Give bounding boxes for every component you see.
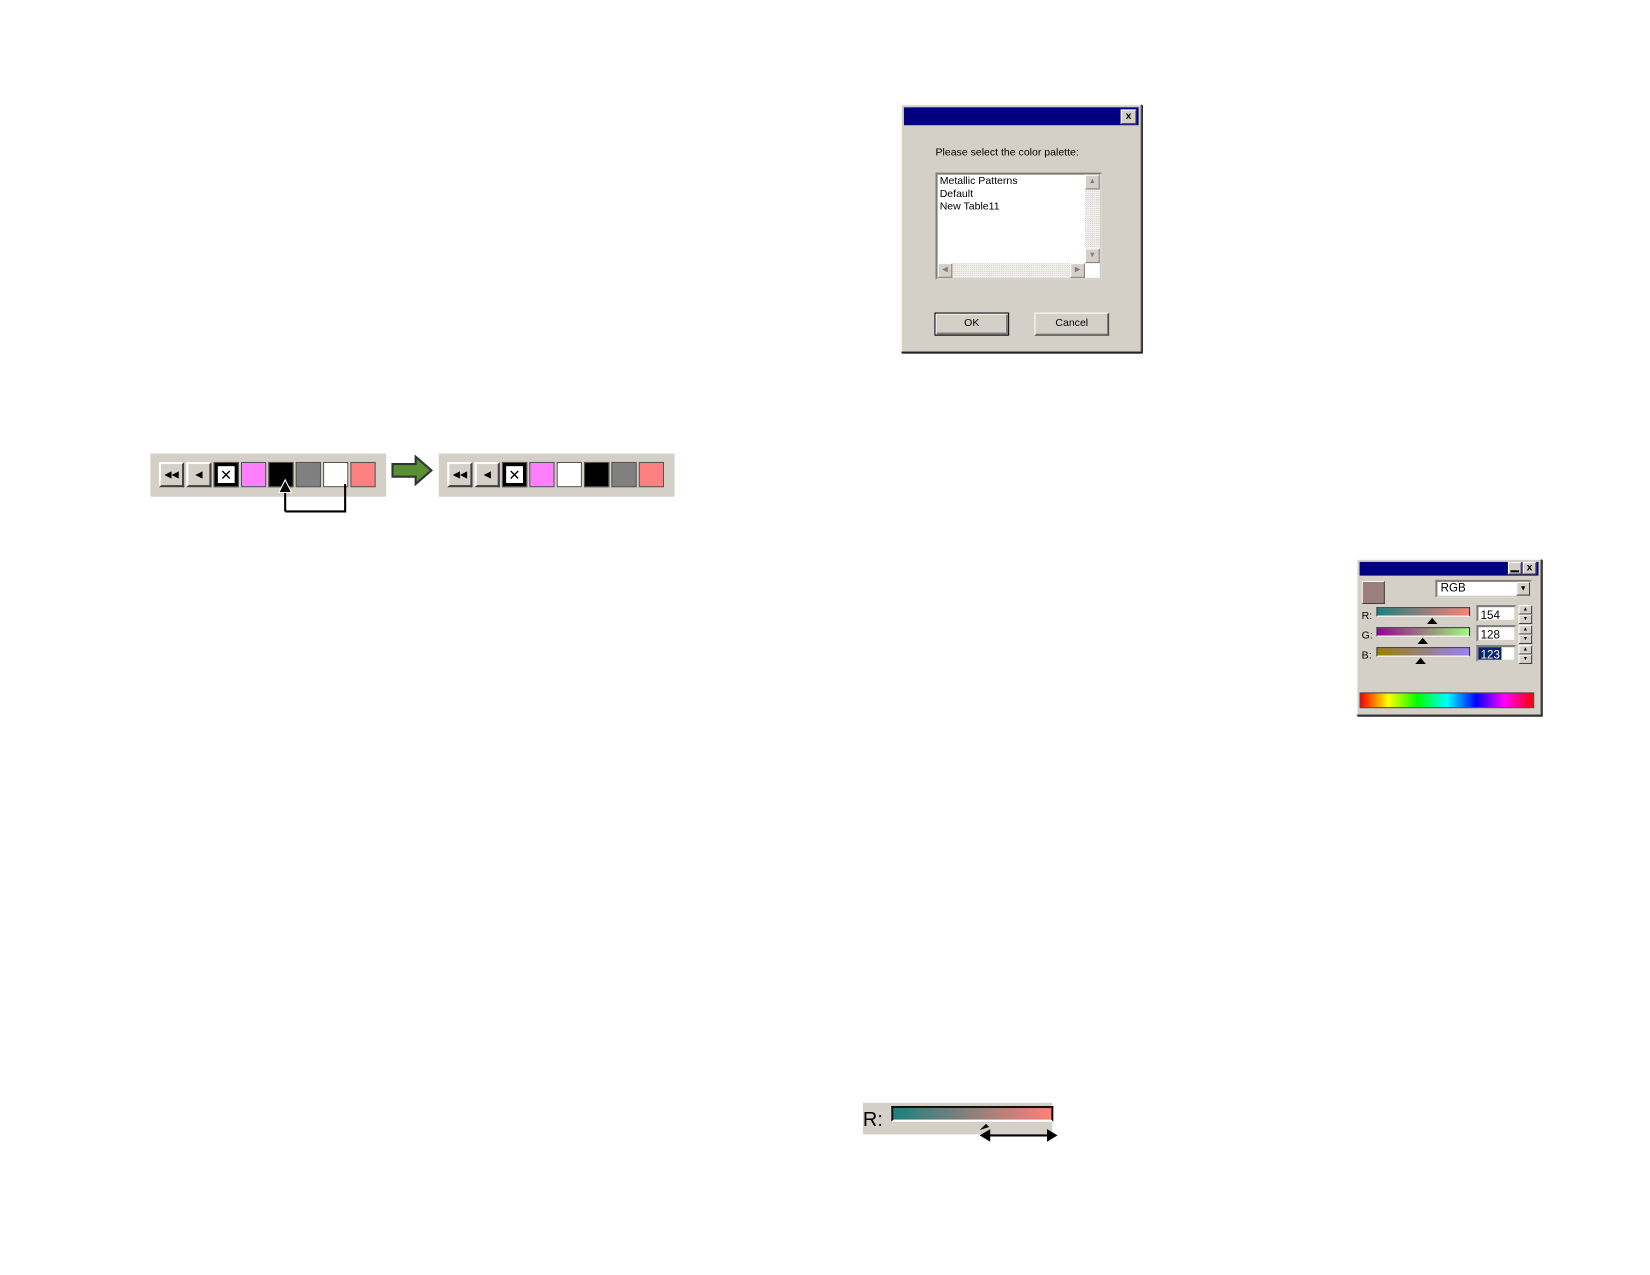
vertical-scrollbar[interactable]: ▲ ▼ — [1084, 174, 1100, 264]
first-page-button[interactable]: ◀◀ — [447, 461, 473, 488]
color-swatch[interactable] — [611, 461, 637, 488]
channel-label: B: — [1361, 650, 1372, 662]
color-swatch[interactable] — [350, 461, 376, 488]
close-icon: x — [1125, 110, 1132, 123]
close-icon: x — [1526, 561, 1533, 574]
dropdown-button[interactable]: ▼ — [1516, 581, 1531, 596]
channel-slider[interactable] — [1376, 627, 1471, 637]
previous-page-button[interactable]: ◀ — [186, 461, 212, 488]
previous-page-button[interactable]: ◀ — [474, 461, 500, 488]
color-swatch[interactable] — [323, 461, 349, 488]
color-swatch[interactable] — [584, 461, 610, 488]
channel-spinner[interactable]: ▲▼ — [1518, 605, 1533, 625]
color-swatch[interactable] — [556, 461, 582, 488]
spin-down-icon[interactable]: ▼ — [1518, 614, 1533, 625]
spin-up-icon[interactable]: ▲ — [1518, 645, 1533, 655]
color-swatch[interactable] — [295, 461, 321, 488]
drag-range-arrow-icon — [979, 1123, 1058, 1142]
channel-value-input[interactable]: 154 — [1476, 605, 1517, 622]
minimize-button[interactable]: ▁ — [1507, 560, 1522, 575]
spin-up-icon[interactable]: ▲ — [1518, 605, 1533, 615]
dialog-prompt: Please select the color palette: — [935, 147, 1079, 159]
slider-thumb[interactable] — [1415, 657, 1426, 665]
palette-list-item[interactable]: Metallic Patterns — [939, 175, 1018, 188]
slider-label: R: — [862, 1109, 883, 1132]
color-mode-select[interactable]: RGB ▼ — [1435, 579, 1533, 598]
channel-spinner[interactable]: ▲▼ — [1518, 625, 1533, 645]
dialog-titlebar: x — [903, 107, 1139, 126]
horizontal-scrollbar[interactable]: ◀ ▶ — [937, 263, 1085, 278]
ok-label: OK — [964, 317, 980, 330]
current-color-swatch[interactable] — [1361, 580, 1385, 605]
red-slider-track[interactable] — [891, 1105, 1054, 1122]
channel-value-input[interactable]: 123 — [1476, 645, 1517, 662]
palette-dialog: x Please select the color palette: Metal… — [900, 104, 1142, 353]
slider-thumb[interactable] — [1426, 617, 1437, 625]
chevron-down-icon: ▼ — [1519, 585, 1527, 593]
color-swatch[interactable] — [240, 461, 267, 488]
reorder-arrow-icon — [278, 478, 347, 513]
no-color-swatch[interactable]: ✕ — [501, 461, 528, 488]
channel-slider[interactable] — [1376, 647, 1471, 657]
color-swatch[interactable] — [638, 461, 665, 488]
swatch-strip-after: ◀◀◀ ✕ — [438, 453, 675, 497]
slider-detail: R: — [862, 1102, 1054, 1135]
swatch-strip-before: ◀◀◀ ✕ — [150, 453, 387, 497]
color-mode-value: RGB — [1440, 581, 1466, 595]
mixer-titlebar: ▁ x — [1359, 560, 1539, 576]
close-button[interactable]: x — [1120, 109, 1137, 125]
palette-list-item[interactable]: Default — [939, 188, 974, 200]
none-icon: ✕ — [506, 466, 523, 484]
first-page-button[interactable]: ◀◀ — [158, 461, 185, 488]
minimize-icon: ▁ — [1510, 560, 1519, 573]
channel-value-input[interactable]: 128 — [1476, 625, 1517, 642]
none-icon: ✕ — [217, 466, 235, 484]
channel-label: G: — [1361, 630, 1373, 642]
palette-list-item[interactable]: New Table11 — [939, 200, 1000, 213]
scroll-up-button[interactable]: ▲ — [1084, 174, 1100, 190]
channel-label: R: — [1361, 610, 1373, 622]
spin-up-icon[interactable]: ▲ — [1518, 625, 1533, 635]
color-swatch[interactable] — [268, 461, 294, 488]
cancel-button[interactable]: Cancel — [1034, 312, 1110, 336]
color-mixer-panel: ▁ x RGB ▼ R: 154 ▲▼G: 128 ▲▼B: 123 ▲▼ — [1356, 558, 1542, 716]
close-button[interactable]: x — [1522, 561, 1537, 575]
slider-thumb[interactable] — [1417, 637, 1428, 645]
ok-button[interactable]: OK — [934, 312, 1010, 336]
cancel-label: Cancel — [1055, 317, 1089, 330]
right-arrow-icon — [391, 454, 434, 487]
spin-down-icon[interactable]: ▼ — [1518, 654, 1533, 665]
no-color-swatch[interactable]: ✕ — [213, 461, 239, 488]
scroll-down-button[interactable]: ▼ — [1084, 248, 1100, 264]
scroll-right-button[interactable]: ▶ — [1070, 263, 1085, 278]
spectrum-bar[interactable] — [1359, 692, 1535, 709]
channel-slider[interactable] — [1376, 607, 1471, 617]
scroll-left-button[interactable]: ◀ — [937, 263, 953, 278]
color-swatch[interactable] — [529, 461, 555, 488]
spin-down-icon[interactable]: ▼ — [1518, 634, 1533, 645]
channel-spinner[interactable]: ▲▼ — [1518, 645, 1533, 665]
